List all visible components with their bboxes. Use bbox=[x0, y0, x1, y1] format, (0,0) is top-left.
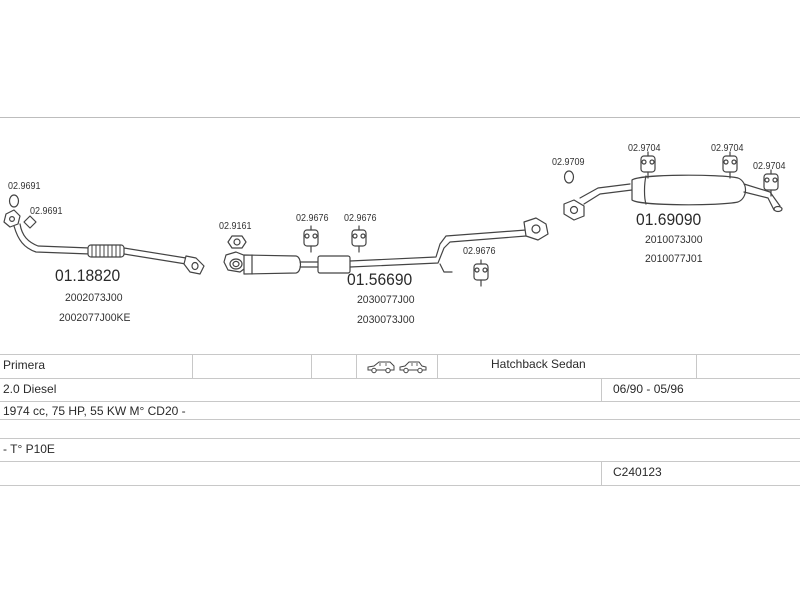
vehicle-model: Primera bbox=[3, 358, 46, 372]
oem-number: 2010073J00 bbox=[645, 234, 703, 246]
table-col-divider bbox=[696, 354, 697, 378]
hatchback-car-icon bbox=[367, 361, 395, 374]
top-divider bbox=[0, 117, 800, 118]
front-pipe bbox=[3, 209, 205, 275]
table-row-divider bbox=[0, 485, 800, 486]
table-row-divider bbox=[0, 438, 800, 439]
oem-number: 2002073J00 bbox=[65, 292, 123, 304]
clamp-label: 02.9704 bbox=[753, 161, 786, 172]
sedan-car-icon bbox=[399, 361, 427, 374]
oem-number: 2030077J00 bbox=[357, 294, 415, 306]
rear-silencer bbox=[563, 174, 783, 221]
table-row-divider bbox=[0, 378, 800, 379]
gasket-icon bbox=[227, 235, 247, 249]
part-number: 01.18820 bbox=[55, 266, 121, 285]
table-row-divider bbox=[0, 419, 800, 420]
vehicle-years: 06/90 - 05/96 bbox=[613, 382, 684, 396]
middle-pipe bbox=[223, 217, 549, 275]
vehicle-type: - T° P10E bbox=[3, 442, 55, 456]
vehicle-spec: 1974 cc, 75 HP, 55 KW M° CD20 - bbox=[3, 404, 186, 418]
clamp-label: 02.9691 bbox=[8, 181, 41, 192]
clamp-label: 02.9709 bbox=[552, 157, 585, 168]
catalog-code: C240123 bbox=[613, 465, 662, 479]
clamp-label: 02.9676 bbox=[344, 213, 377, 224]
oem-number: 2002077J00KE bbox=[59, 312, 131, 324]
table-row-divider bbox=[0, 401, 800, 402]
table-col-divider bbox=[437, 354, 438, 378]
table-col-divider bbox=[356, 354, 357, 378]
rubber-hanger-icon bbox=[303, 225, 319, 253]
table-row-divider bbox=[0, 354, 800, 355]
rubber-hanger-icon bbox=[351, 225, 367, 253]
vehicle-body-type: Hatchback Sedan bbox=[491, 357, 586, 371]
rubber-hanger-icon bbox=[763, 169, 779, 197]
part-number: 01.56690 bbox=[347, 270, 413, 289]
table-row-divider bbox=[0, 461, 800, 462]
table-col-divider bbox=[311, 354, 312, 378]
clamp-label: 02.9691 bbox=[30, 206, 63, 217]
part-number: 01.69090 bbox=[636, 210, 702, 229]
clamp-ring-icon bbox=[8, 194, 20, 208]
table-col-divider bbox=[192, 354, 193, 378]
rubber-hanger-icon bbox=[640, 151, 656, 179]
oem-number: 2030073J00 bbox=[357, 314, 415, 326]
exhaust-diagram bbox=[3, 151, 783, 287]
clamp-ring-icon bbox=[563, 170, 575, 184]
table-col-divider bbox=[601, 378, 602, 401]
clamp-label: 02.9161 bbox=[219, 221, 252, 232]
table-col-divider bbox=[601, 461, 602, 485]
clamp-label: 02.9704 bbox=[628, 143, 661, 154]
rubber-hanger-icon bbox=[473, 259, 489, 287]
clamp-label: 02.9676 bbox=[463, 246, 496, 257]
clamp-label: 02.9704 bbox=[711, 143, 744, 154]
vehicle-engine: 2.0 Diesel bbox=[3, 382, 57, 396]
gasket-icon bbox=[23, 215, 37, 229]
rubber-hanger-icon bbox=[722, 151, 738, 179]
oem-number: 2010077J01 bbox=[645, 253, 703, 265]
clamp-label: 02.9676 bbox=[296, 213, 329, 224]
